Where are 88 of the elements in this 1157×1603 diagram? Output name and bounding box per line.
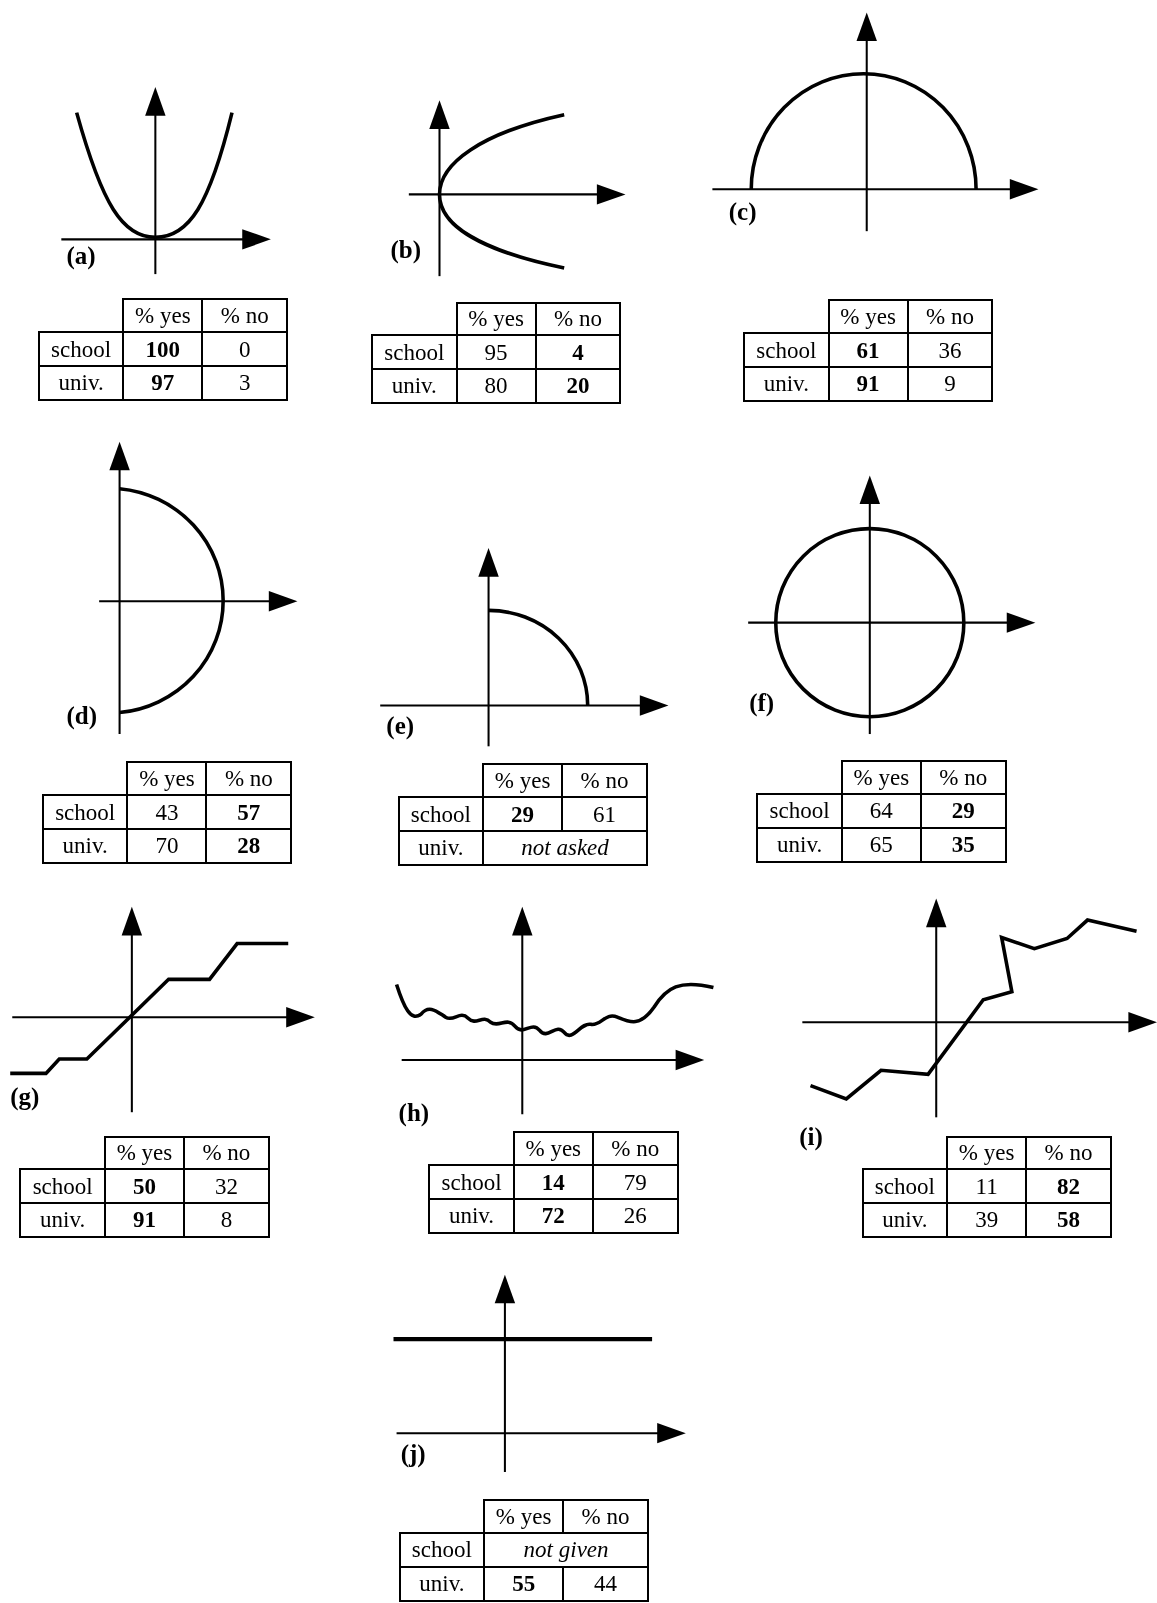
column-header: % yes [841, 761, 921, 795]
table-cell: 26 [592, 1198, 678, 1233]
panel-label: (e) [386, 713, 415, 739]
column-header: % yes [123, 299, 203, 333]
table-cell: 61 [828, 333, 908, 367]
column-header: % yes [483, 764, 563, 798]
table-cell: 14 [513, 1165, 593, 1199]
row-header: school [399, 1533, 485, 1567]
table-cell: 80 [456, 368, 536, 403]
table-cell: 58 [1026, 1202, 1111, 1237]
panel-label: (j) [400, 1441, 426, 1467]
column-header: % no [562, 764, 647, 798]
table-cell: 32 [183, 1169, 269, 1203]
column-header: % yes [828, 300, 908, 334]
panel-label: (i) [799, 1124, 823, 1150]
column-header: % no [563, 1500, 648, 1534]
panel-label: (f) [749, 689, 775, 715]
table-cell: 95 [456, 335, 536, 369]
table-cell: 36 [907, 333, 993, 367]
table-cell: 43 [127, 795, 207, 829]
table-cell: 44 [563, 1566, 648, 1601]
column-header: % no [1026, 1136, 1111, 1170]
table-cell: 64 [841, 794, 921, 828]
column-header: % no [907, 300, 993, 334]
table-cell: 82 [1026, 1169, 1111, 1203]
table-cell: 20 [535, 368, 621, 403]
table-cell: 91 [104, 1202, 184, 1237]
panel-label: (c) [728, 199, 757, 225]
table-cell: 57 [206, 795, 292, 829]
table-cell: 91 [828, 366, 908, 401]
panel-label: (b) [390, 237, 421, 263]
table-cell: 3 [202, 365, 288, 400]
panel-label: (a) [66, 243, 96, 269]
panel-label: (h) [398, 1099, 430, 1125]
row-header: univ. [372, 368, 457, 403]
column-header: % no [183, 1136, 269, 1170]
column-header: % no [535, 302, 621, 336]
column-header: % no [920, 761, 1006, 795]
row-header: school [20, 1169, 105, 1203]
row-header: univ. [429, 1198, 514, 1233]
table-cell: 79 [592, 1165, 678, 1199]
table-cell: 50 [104, 1169, 184, 1203]
table-cell: 100 [123, 332, 203, 366]
row-header: univ. [398, 830, 484, 865]
row-header: school [757, 794, 842, 828]
row-header: school [372, 335, 457, 369]
row-header: univ. [757, 827, 842, 862]
row-header: univ. [862, 1202, 948, 1237]
table-cell: 97 [123, 365, 203, 400]
table-cell: 28 [206, 828, 292, 863]
row-header: school [398, 797, 484, 831]
table-cell: 39 [947, 1202, 1027, 1237]
column-header: % yes [127, 762, 207, 796]
table-cell: 35 [920, 827, 1006, 862]
table-cell: 8 [183, 1202, 269, 1237]
table-cell: not asked [483, 830, 647, 865]
table-cell: 0 [202, 332, 288, 366]
table-cell: 55 [484, 1566, 564, 1601]
panel-label: (d) [66, 703, 97, 729]
column-header: % yes [104, 1136, 184, 1170]
row-header: univ. [399, 1566, 485, 1601]
row-header: school [42, 795, 128, 829]
column-header: % yes [484, 1500, 564, 1534]
column-header: % yes [947, 1136, 1027, 1170]
table-cell: 70 [127, 828, 207, 863]
row-header: univ. [20, 1202, 105, 1237]
table-cell: 72 [513, 1198, 593, 1233]
table-cell: not given [484, 1533, 648, 1567]
column-header: % no [206, 762, 292, 796]
row-header: school [38, 332, 124, 366]
table-cell: 61 [562, 797, 647, 831]
column-header: % no [202, 299, 288, 333]
table-cell: 29 [483, 797, 563, 831]
row-header: school [744, 333, 829, 367]
row-header: univ. [42, 828, 128, 863]
table-cell: 65 [841, 827, 921, 862]
table-cell: 11 [947, 1169, 1027, 1203]
column-header: % yes [513, 1132, 593, 1166]
table-cell: 9 [907, 366, 993, 401]
row-header: univ. [744, 366, 829, 401]
panel-label: (g) [10, 1084, 40, 1110]
table-cell: 29 [920, 794, 1006, 828]
table-cell: 4 [535, 335, 621, 369]
column-header: % yes [456, 302, 536, 336]
row-header: school [862, 1169, 948, 1203]
row-header: school [429, 1165, 514, 1199]
column-header: % no [592, 1132, 678, 1166]
row-header: univ. [38, 365, 124, 400]
